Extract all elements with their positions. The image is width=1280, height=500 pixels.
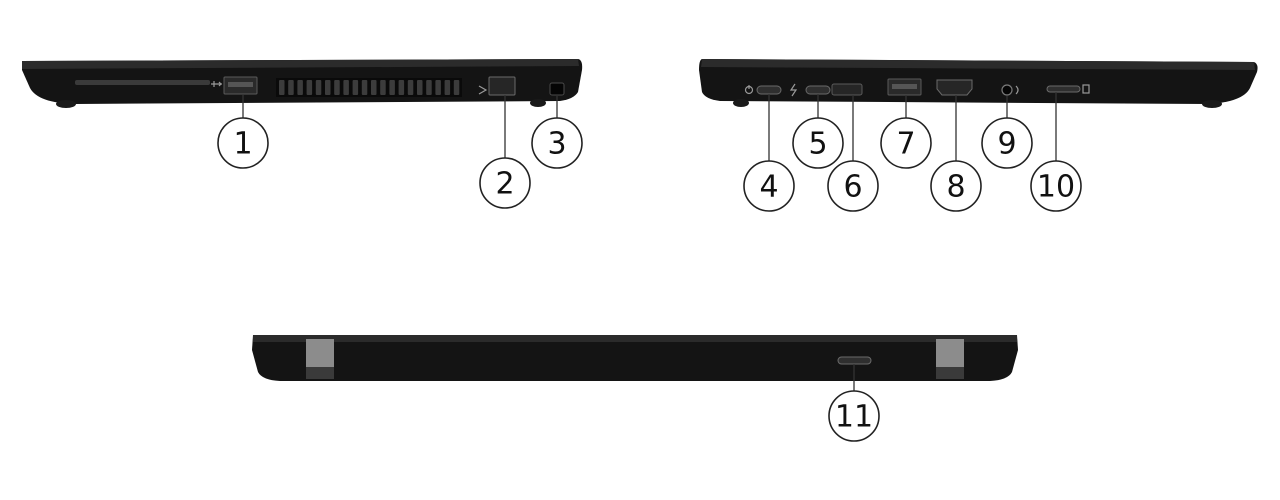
vent-slat (306, 80, 313, 95)
cooling-vent (276, 78, 462, 97)
cooling-vent-frame (276, 78, 462, 97)
svg-text:11: 11 (835, 400, 873, 435)
left-chassis-top-edge (22, 59, 579, 69)
svg-text:8: 8 (946, 170, 965, 205)
usb-a-port-tongue (892, 84, 917, 89)
usb-c-thunderbolt-port (805, 85, 831, 95)
vent-slat (417, 80, 423, 95)
vent-slat (426, 80, 432, 95)
svg-text:9: 9 (997, 127, 1016, 162)
power-symbol-icon (744, 85, 754, 95)
right-rubber-foot (733, 99, 749, 107)
ethernet-port (488, 76, 516, 96)
vent-slat (279, 80, 285, 95)
callout-leaders (242, 92, 1057, 392)
vent-slat (361, 80, 368, 95)
vent-slat (288, 80, 294, 95)
svg-text:4: 4 (759, 170, 778, 205)
left-hinge-shadow (306, 367, 334, 379)
right-hinge (936, 339, 964, 367)
vent-slat (398, 80, 405, 95)
microsd-card-slot (1046, 85, 1081, 93)
vent-slat (334, 80, 340, 95)
usb-a-port-tongue (228, 82, 253, 87)
svg-text:3: 3 (547, 127, 566, 162)
right-hinge-shadow (936, 367, 964, 379)
callout-3: 3 (531, 117, 583, 169)
vent-slat (444, 80, 451, 95)
callout-8: 8 (930, 160, 982, 212)
svg-text:5: 5 (808, 127, 827, 162)
ethernet-symbol-icon (478, 85, 488, 95)
vent-slat (343, 80, 349, 95)
hdmi-port (936, 79, 973, 96)
vent-slat (435, 80, 441, 95)
right-rubber-foot (1202, 100, 1222, 108)
vent-slat (315, 80, 322, 95)
usb-symbol-icon (211, 81, 222, 87)
rear-chassis (252, 335, 1018, 381)
svg-text:10: 10 (1037, 170, 1075, 205)
callout-10: 10 (1030, 160, 1082, 212)
vent-slat (389, 80, 395, 95)
vent-slat (371, 80, 377, 95)
security-lock-slot (549, 82, 565, 96)
thunderbolt-symbol-icon (789, 83, 798, 97)
callout-2: 2 (479, 157, 531, 209)
callout-6: 6 (827, 160, 879, 212)
svg-text:1: 1 (233, 127, 252, 162)
audio-jack (1001, 84, 1013, 96)
left-hinge (306, 339, 334, 367)
audio-symbol-icon (1015, 85, 1019, 95)
usb-c-power-port (756, 85, 782, 95)
svg-text:7: 7 (896, 127, 915, 162)
right-chassis-top-edge (701, 59, 1255, 70)
callout-4: 4 (743, 160, 795, 212)
callouts: 1 2 3 4 5 6 7 8 (217, 117, 1082, 442)
rear-chassis-top-edge (253, 335, 1017, 342)
vent-slat (407, 80, 414, 95)
left-side-view (22, 59, 583, 108)
smart-card-slot (75, 80, 210, 85)
left-rubber-foot (530, 99, 546, 107)
svg-text:2: 2 (495, 167, 514, 202)
card-symbol-icon (1082, 84, 1090, 94)
callout-11: 11 (828, 390, 880, 442)
nano-sim-card-tray (837, 356, 872, 365)
vent-slat (297, 80, 303, 95)
callout-5: 5 (792, 117, 844, 169)
left-rubber-foot (56, 100, 76, 108)
callout-9: 9 (981, 117, 1033, 169)
vent-slat (453, 80, 460, 95)
docking-connector (831, 83, 863, 96)
vent-slat (352, 80, 359, 95)
vent-slat (325, 80, 331, 95)
callout-1: 1 (217, 117, 269, 169)
callout-7: 7 (880, 117, 932, 169)
svg-text:6: 6 (843, 170, 862, 205)
rear-view (252, 335, 1018, 381)
vent-slat (380, 80, 386, 95)
right-side-view (699, 59, 1258, 108)
